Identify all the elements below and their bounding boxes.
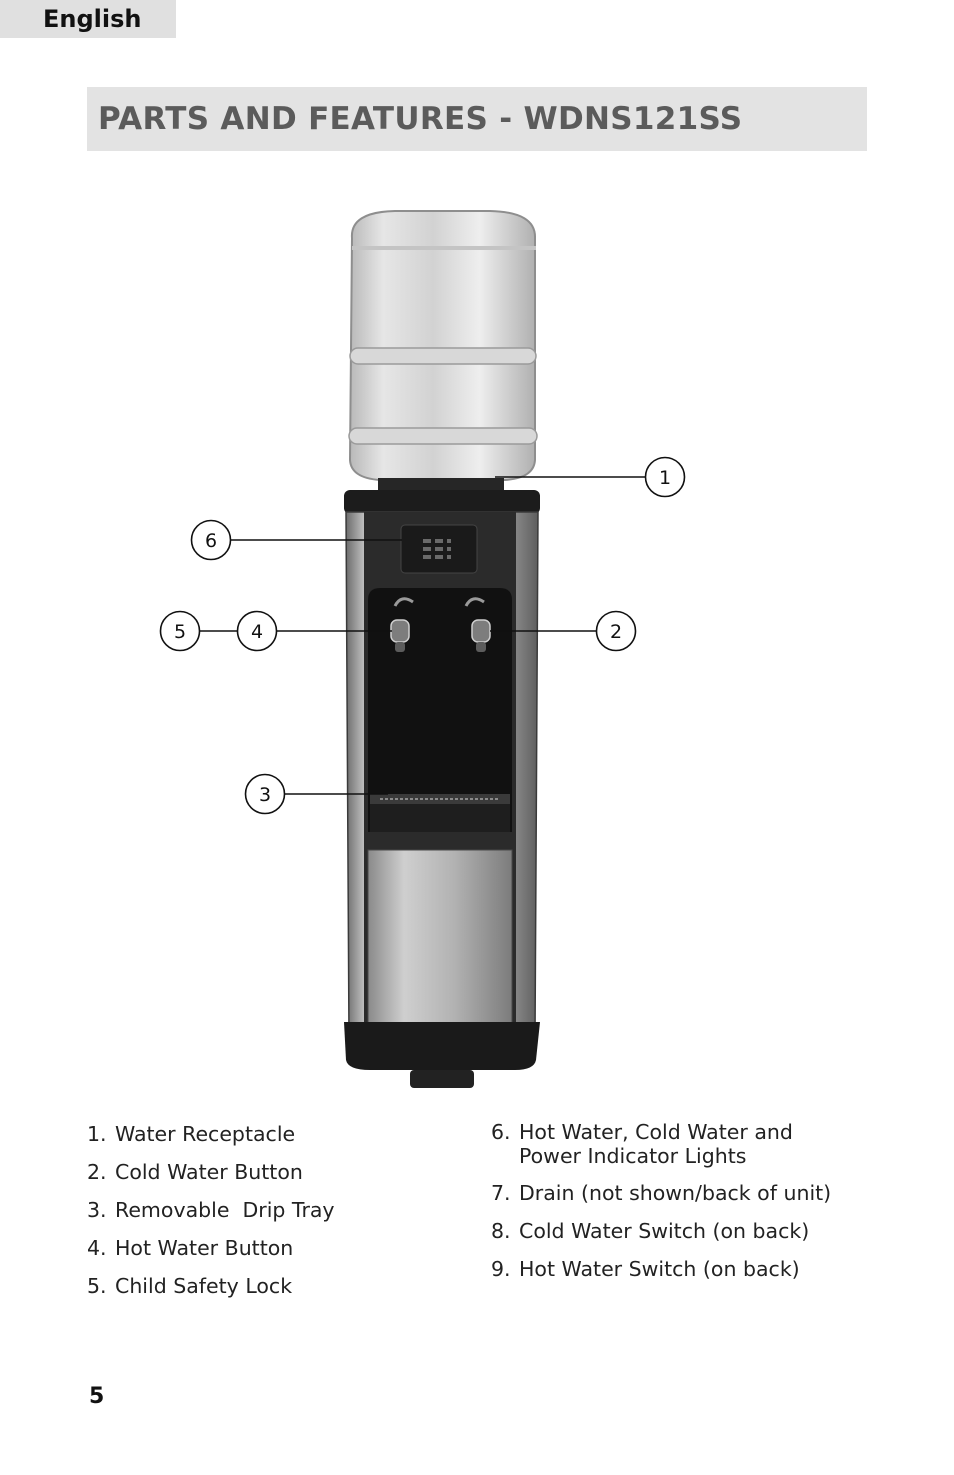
callout-5: 5 xyxy=(159,610,201,652)
list-item: 4. Hot Water Button xyxy=(87,1234,467,1272)
parts-list-right: 6. Hot Water, Cold Water and Power Indica… xyxy=(491,1120,871,1295)
section-title-bar: PARTS AND FEATURES - WDNS121SS xyxy=(87,87,867,151)
list-item: 1. Water Receptacle xyxy=(87,1120,467,1158)
svg-text:4: 4 xyxy=(251,621,263,643)
drip-tray xyxy=(370,794,510,832)
callout-4: 4 xyxy=(236,610,278,652)
list-item: 9. Hot Water Switch (on back) xyxy=(491,1257,871,1281)
item-label: Drain (not shown/back of unit) xyxy=(519,1181,832,1205)
parts-list-left: 1. Water Receptacle 2. Cold Water Button 3… xyxy=(87,1120,467,1310)
item-label: Cold Water Button xyxy=(115,1160,303,1184)
item-number: 6. xyxy=(491,1120,511,1144)
item-number: 7. xyxy=(491,1181,511,1205)
page-title: PARTS AND FEATURES - WDNS121SS xyxy=(98,101,743,137)
item-label: Water Receptacle xyxy=(115,1122,296,1146)
item-label: Child Safety Lock xyxy=(115,1274,293,1298)
item-label: Hot Water Button xyxy=(115,1236,294,1260)
svg-text:3: 3 xyxy=(259,784,271,806)
list-item: 2. Cold Water Button xyxy=(87,1158,467,1196)
page-number: 5 xyxy=(89,1384,105,1409)
item-number: 5. xyxy=(87,1274,107,1298)
list-item: 3. Removable Drip Tray xyxy=(87,1196,467,1234)
list-item: 7. Drain (not shown/back of unit) xyxy=(491,1181,871,1205)
item-number: 1. xyxy=(87,1122,107,1146)
list-item: 6. Hot Water, Cold Water and Power Indica… xyxy=(491,1120,819,1168)
cold-water-faucet xyxy=(464,597,491,652)
indicator-lights xyxy=(423,539,451,559)
item-label: Cold Water Switch (on back) xyxy=(519,1219,810,1243)
svg-text:2: 2 xyxy=(610,621,622,643)
callout-2: 2 xyxy=(595,610,637,652)
svg-text:6: 6 xyxy=(205,530,217,552)
item-number: 4. xyxy=(87,1236,107,1260)
dispenser-cabinet xyxy=(344,478,540,1088)
item-number: 8. xyxy=(491,1219,511,1243)
callout-6: 6 xyxy=(190,519,232,561)
callout-leaders xyxy=(199,476,646,795)
item-number: 2. xyxy=(87,1160,107,1184)
list-item: 5. Child Safety Lock xyxy=(87,1272,467,1310)
item-label: Removable Drip Tray xyxy=(115,1198,335,1222)
water-dispenser-figure: 1 6 5 4 2 3 xyxy=(159,210,686,1088)
list-item: 8. Cold Water Switch (on back) xyxy=(491,1219,871,1243)
language-tab: English xyxy=(0,0,176,38)
item-number: 3. xyxy=(87,1198,107,1222)
svg-text:5: 5 xyxy=(174,621,186,643)
item-label: Hot Water, Cold Water and Power Indicato… xyxy=(519,1120,793,1168)
callout-3: 3 xyxy=(244,773,286,815)
callout-1: 1 xyxy=(644,456,686,498)
svg-text:1: 1 xyxy=(659,467,671,489)
hot-water-faucet xyxy=(390,597,414,652)
water-bottle xyxy=(348,210,538,481)
item-label: Hot Water Switch (on back) xyxy=(519,1257,800,1281)
item-number: 9. xyxy=(491,1257,511,1281)
